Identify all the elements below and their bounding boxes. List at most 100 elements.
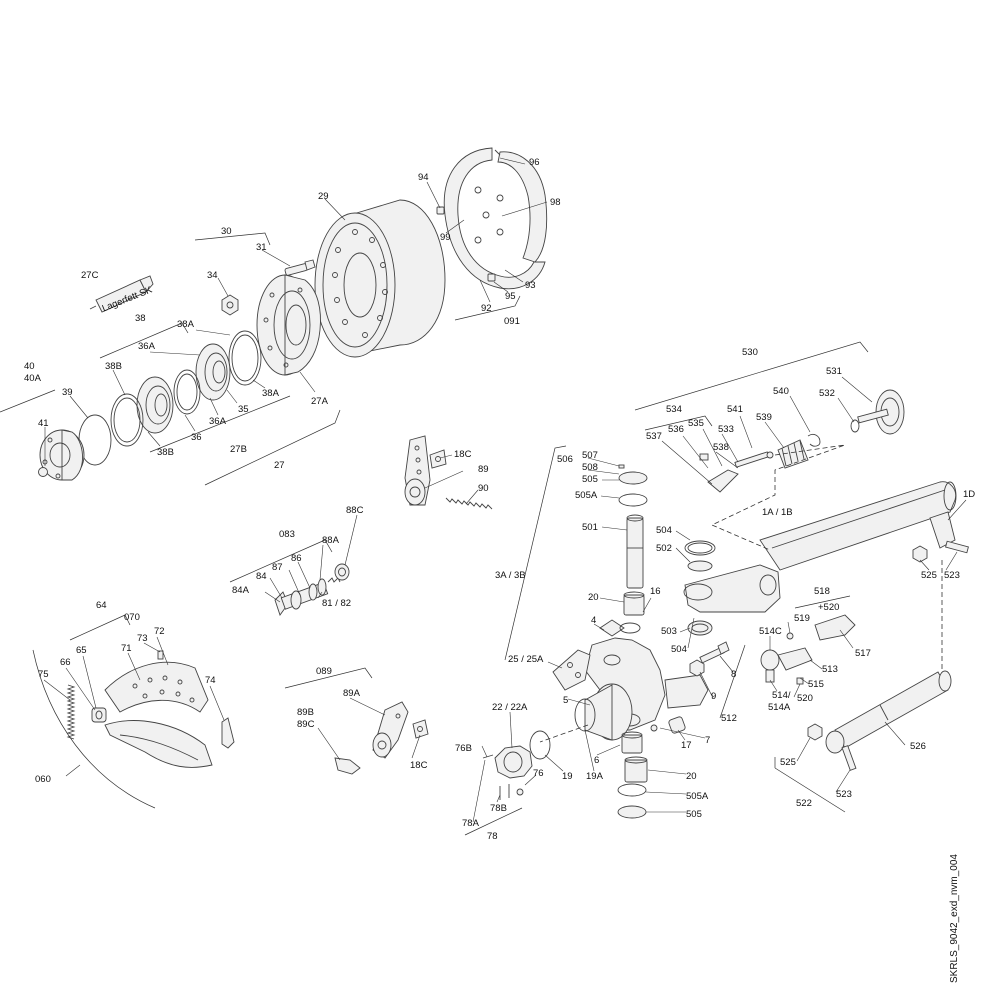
- bolt-523-upper-drawing: [945, 540, 969, 554]
- label-74: 74: [205, 675, 216, 686]
- label-533: 533: [718, 424, 734, 435]
- cap-88C-drawing: [334, 563, 350, 581]
- label-1D: 1D: [963, 489, 975, 500]
- label-518: 518: [814, 586, 830, 597]
- label-536: 536: [668, 424, 684, 435]
- label-36: 36: [191, 432, 202, 443]
- label-38B-upper: 38B: [105, 361, 122, 372]
- label-531: 531: [826, 366, 842, 377]
- label-96: 96: [529, 157, 540, 168]
- label-507: 507: [582, 450, 598, 461]
- wheel-bolt-drawing: [284, 259, 316, 276]
- clevis-18C-drawing: [429, 449, 447, 469]
- bracket-537-drawing: [699, 453, 739, 493]
- cap-505-lower-drawing: [617, 783, 647, 819]
- ring-16-drawing: [619, 622, 641, 634]
- label-41: 41: [38, 418, 49, 429]
- seal-ring-38A-drawing: [228, 330, 262, 386]
- label-89: 89: [478, 464, 489, 475]
- label-18C-upper: 18C: [454, 449, 472, 460]
- slack-adjuster-089-drawing: [372, 701, 409, 759]
- label-523-lower: 523: [836, 789, 852, 800]
- bolt-94-drawing: [436, 206, 445, 215]
- label-501: 501: [582, 522, 598, 533]
- group-brackets: [0, 232, 869, 836]
- nut-34-drawing: [221, 294, 239, 316]
- bolt-523-lower-drawing: [841, 745, 857, 771]
- label-541: 541: [727, 404, 743, 415]
- label-514-slash: 514/: [772, 690, 791, 701]
- label-40: 40: [24, 361, 35, 372]
- label-25-25A: 25 / 25A: [508, 654, 544, 665]
- nut-525-lower-drawing: [807, 723, 823, 741]
- label-6: 6: [594, 755, 599, 766]
- label-99: 99: [440, 232, 451, 243]
- label-89B: 89B: [297, 707, 314, 718]
- seal-503-drawing: [687, 620, 713, 636]
- label-88A: 88A: [322, 535, 340, 546]
- label-38A-lower: 38A: [262, 388, 280, 399]
- label-060: 060: [35, 774, 51, 785]
- tie-rod-end-drawing: [760, 614, 856, 685]
- label-87: 87: [272, 562, 283, 573]
- label-34: 34: [207, 270, 218, 281]
- label-39: 39: [62, 387, 73, 398]
- label-514C: 514C: [759, 626, 782, 637]
- ring-532-drawing: [850, 419, 860, 433]
- label-38: 38: [135, 313, 146, 324]
- label-35: 35: [238, 404, 249, 415]
- label-84: 84: [256, 571, 267, 582]
- label-20-lower: 20: [686, 771, 697, 782]
- label-94: 94: [418, 172, 429, 183]
- roller-65-drawing: [91, 707, 107, 723]
- spring-75-drawing: [66, 684, 76, 740]
- return-spring-drawing: [445, 497, 493, 510]
- label-65: 65: [76, 645, 87, 656]
- label-27A: 27A: [311, 396, 329, 407]
- label-070: 070: [124, 612, 140, 623]
- label-522: 522: [796, 798, 812, 809]
- label-27: 27: [274, 460, 285, 471]
- steering-knuckle-drawing: [574, 637, 709, 741]
- label-36A-upper: 36A: [138, 341, 156, 352]
- label-515: 515: [808, 679, 824, 690]
- nut-9-drawing: [689, 659, 705, 677]
- label-92: 92: [481, 303, 492, 314]
- disc-19-drawing: [529, 730, 551, 760]
- bushing-20-lower-drawing: [624, 756, 648, 783]
- label-78: 78: [487, 831, 498, 842]
- label-40A: 40A: [24, 373, 42, 384]
- label-504-lower: 504: [671, 644, 687, 655]
- washer-502-drawing: [687, 560, 713, 572]
- brake-shoe-lower-drawing: [104, 720, 213, 768]
- label-76B: 76B: [455, 743, 472, 754]
- label-72: 72: [154, 626, 165, 637]
- label-38A-upper: 38A: [177, 319, 195, 330]
- axle-beam-drawing: [759, 481, 957, 571]
- rod-541-drawing: [734, 451, 774, 468]
- label-4: 4: [591, 615, 596, 626]
- label-30: 30: [221, 226, 232, 237]
- label-16: 16: [650, 586, 661, 597]
- label-19A: 19A: [586, 771, 604, 782]
- label-514A: 514A: [768, 702, 791, 713]
- label-76: 76: [533, 768, 544, 779]
- label-089: 089: [316, 666, 332, 677]
- backing-plate-drawing: [443, 147, 548, 290]
- label-89C: 89C: [297, 719, 315, 730]
- label-537: 537: [646, 431, 662, 442]
- label-75: 75: [38, 669, 49, 680]
- nut-525-upper-drawing: [912, 545, 928, 563]
- label-plus-520: +520: [818, 602, 839, 613]
- screw-41-drawing: [38, 467, 48, 477]
- ring-35-drawing: [173, 369, 201, 415]
- label-9: 9: [711, 691, 716, 702]
- pin-73-drawing: [157, 650, 164, 660]
- label-506: 506: [557, 454, 573, 465]
- clip-540-drawing: [807, 433, 821, 447]
- label-64: 64: [96, 600, 107, 611]
- bolt-95-drawing: [487, 273, 496, 282]
- label-505A-lower: 505A: [686, 791, 709, 802]
- camshaft-assembly-drawing: [274, 577, 341, 616]
- label-523-upper: 523: [944, 570, 960, 581]
